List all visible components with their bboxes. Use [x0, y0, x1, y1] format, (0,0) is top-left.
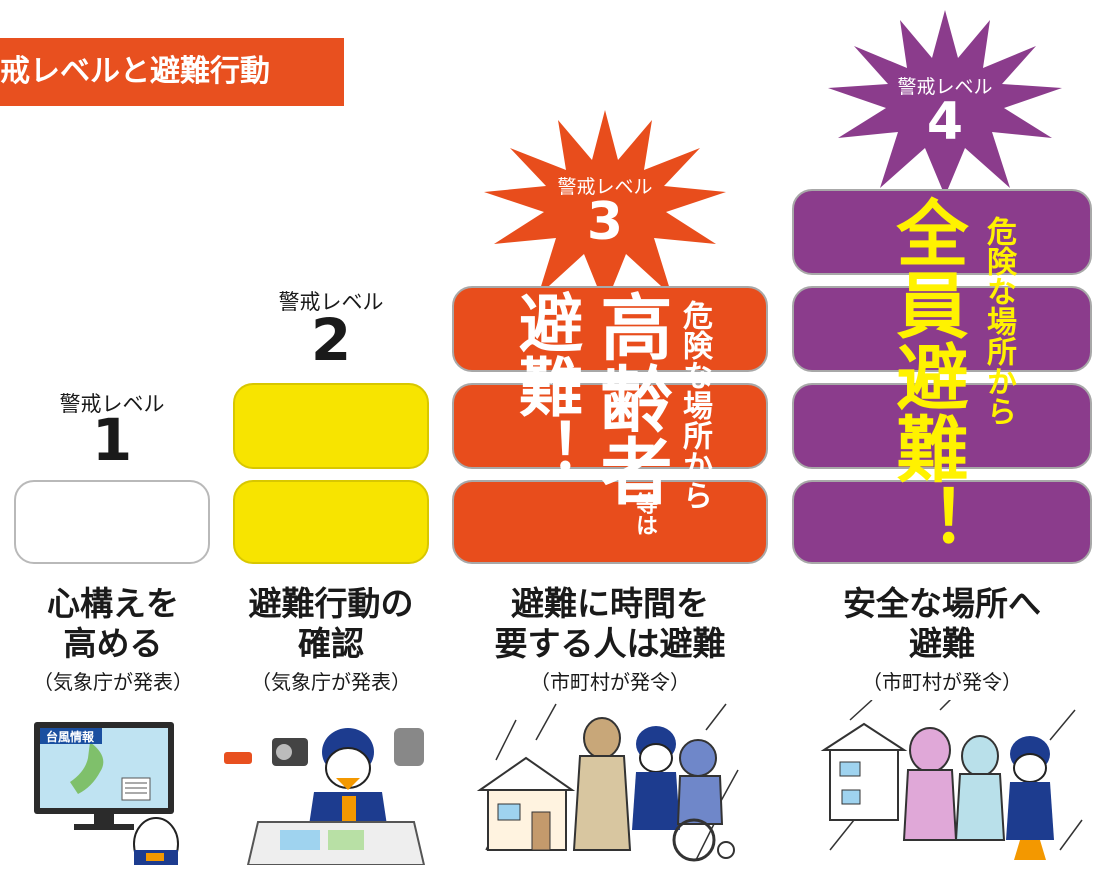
- level-3-small: 等は: [632, 492, 657, 536]
- level-4-action: 安全な場所へ 避難: [792, 584, 1092, 664]
- level-4-box-1: [792, 189, 1092, 275]
- level-2-action-line1: 避難行動の: [248, 584, 414, 623]
- level-3-label: 警戒レベル: [557, 176, 653, 198]
- level-2-box-lower: [233, 480, 429, 564]
- level-3-big-left: 避難！: [508, 290, 582, 482]
- level-3-issuer: （市町村が発令）: [530, 670, 690, 694]
- level-3-box-2: [452, 383, 768, 469]
- level-3-box-1: [452, 286, 768, 372]
- level-3-big-mid: 高齢者: [588, 290, 672, 506]
- level-3-side: 危険な場所から: [677, 300, 712, 510]
- typhoon-tv-illustration: 台風情報: [30, 712, 180, 869]
- level-2-action-line2: 確認: [298, 624, 364, 663]
- level-1-action-line1: 心構えを: [47, 584, 179, 623]
- level-3-number: 3: [586, 192, 624, 252]
- level-4-box-3: [792, 383, 1092, 469]
- level-4-box-4: [792, 480, 1092, 564]
- level-1-box: [14, 480, 210, 564]
- page-title: 戒レベルと避難行動: [0, 54, 270, 89]
- level-1-action: 心構えを 高める: [0, 584, 226, 664]
- level-2-number: 2: [310, 306, 352, 374]
- level-2-issuer: （気象庁が発表）: [251, 670, 411, 694]
- level-3-box-3: [452, 480, 768, 564]
- level-4-issuer: （市町村が発令）: [862, 670, 1022, 694]
- level-2-box-upper: [233, 383, 429, 469]
- typhoon-info-caption: 台風情報: [46, 730, 95, 744]
- level-3-action-line2: 要する人は避難: [494, 624, 726, 663]
- level-3-action-line1: 避難に時間を: [511, 584, 709, 623]
- level-4-big: 全員避難！: [884, 196, 968, 556]
- level-1-issuer: （気象庁が発表）: [33, 670, 193, 694]
- preparation-illustration: [218, 712, 438, 866]
- level-3-starburst: 警戒レベル 3: [476, 108, 734, 308]
- level-2-label: 警戒レベル: [278, 290, 384, 314]
- level-4-action-line2: 避難: [909, 624, 975, 663]
- elderly-evacuation-illustration: [476, 700, 746, 865]
- level-4-label: 警戒レベル: [897, 76, 993, 98]
- level-1-number: 1: [91, 406, 133, 474]
- level-1-label: 警戒レベル: [59, 392, 165, 416]
- title-banner: 戒レベルと避難行動: [0, 38, 344, 106]
- level-2-action: 避難行動の 確認: [216, 584, 446, 664]
- level-4-box-2: [792, 286, 1092, 372]
- level-4-number: 4: [926, 92, 964, 152]
- group-evacuation-illustration: [820, 689, 1090, 865]
- level-3-action: 避難に時間を 要する人は避難: [452, 584, 768, 664]
- level-4-starburst: 警戒レベル 4: [820, 8, 1070, 198]
- level-1-action-line2: 高める: [63, 624, 163, 663]
- level-4-side: 危険な場所から: [981, 216, 1016, 426]
- level-4-action-line1: 安全な場所へ: [843, 584, 1041, 623]
